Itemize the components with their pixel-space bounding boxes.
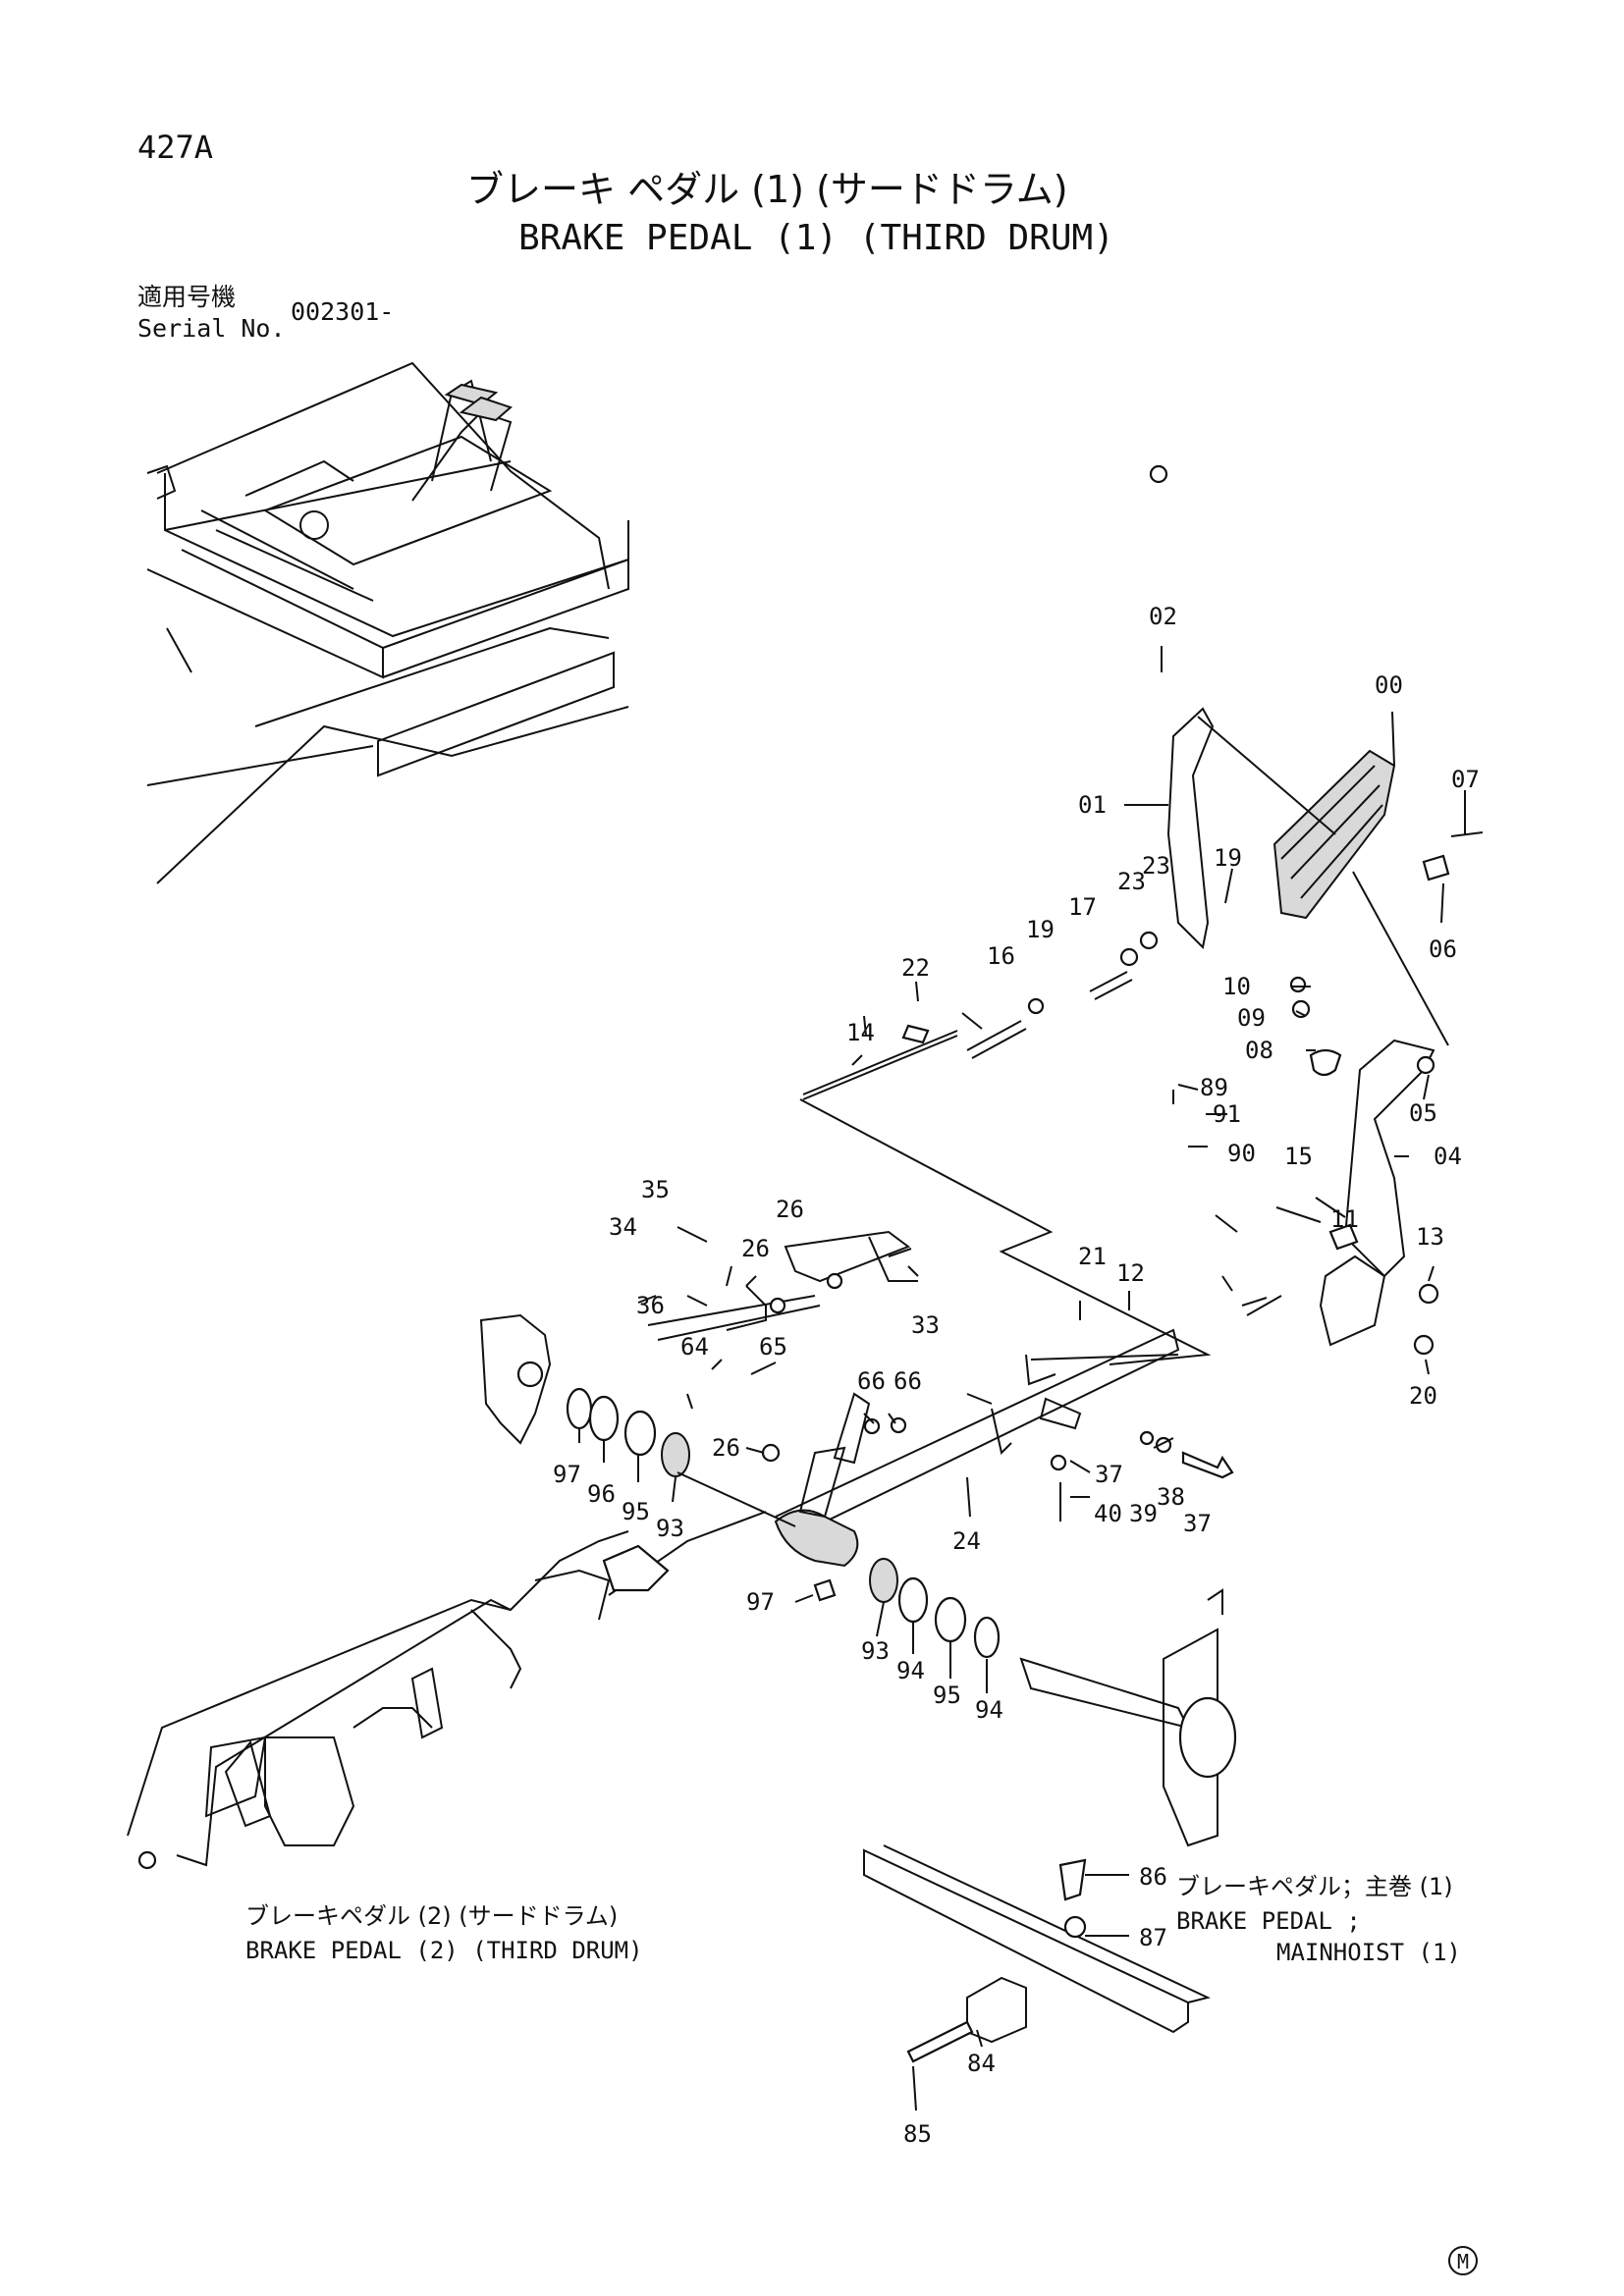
part-labels: 02 00 07 01 19 23 23 17 19 16 22 06 10 0… — [553, 603, 1480, 2148]
serial-label-english: Serial No. — [137, 314, 286, 343]
part-label: 00 — [1375, 671, 1403, 699]
part-label: 89 — [1200, 1074, 1228, 1101]
part-label: 26 — [712, 1434, 740, 1462]
part-label: 36 — [636, 1292, 665, 1319]
part-label: 94 — [896, 1657, 925, 1684]
part-label: 65 — [759, 1333, 787, 1361]
serial-label-japanese: 適用号機 — [137, 283, 237, 311]
page-number: 427A — [137, 129, 214, 166]
part-label: 07 — [1451, 766, 1480, 793]
part-label: 38 — [1157, 1483, 1185, 1511]
part-label: 66 — [857, 1367, 886, 1395]
part-label: 35 — [641, 1176, 670, 1203]
part-label: 14 — [846, 1019, 875, 1046]
part-label: 86 — [1139, 1863, 1167, 1891]
part-label: 39 — [1129, 1500, 1158, 1527]
part-label: 40 — [1094, 1500, 1122, 1527]
part-label: 19 — [1214, 844, 1242, 872]
part-label: 34 — [609, 1213, 637, 1241]
part-label: 26 — [741, 1235, 770, 1262]
mark-letter: M — [1457, 2250, 1469, 2273]
part-label: 21 — [1078, 1243, 1107, 1270]
part-label: 10 — [1222, 973, 1251, 1000]
part-label: 01 — [1078, 791, 1107, 819]
leader-lines — [578, 646, 1466, 2111]
part-label: 17 — [1068, 893, 1097, 921]
part-label: 11 — [1330, 1205, 1359, 1233]
part-label: 04 — [1434, 1143, 1462, 1170]
part-label: 15 — [1284, 1143, 1313, 1170]
part-label: 96 — [587, 1480, 616, 1508]
pedal2-caption-english: BRAKE PEDAL (2) (THIRD DRUM) — [245, 1937, 643, 1964]
part-label: 16 — [987, 942, 1015, 970]
part-label: 08 — [1245, 1037, 1273, 1064]
part-label: 85 — [903, 2120, 932, 2148]
part-label: 12 — [1116, 1259, 1145, 1287]
part-label: 26 — [776, 1196, 804, 1223]
part-label: 23 — [1117, 868, 1146, 895]
part-label: 37 — [1095, 1461, 1123, 1488]
mainhoist-reference — [863, 1844, 1211, 2063]
page-title-japanese: ブレーキ ペダル (1) (サードドラム) — [466, 168, 1068, 211]
part-label: 33 — [911, 1311, 940, 1339]
part-label: 93 — [656, 1515, 684, 1542]
part-label: 05 — [1409, 1099, 1437, 1127]
page-title-english: BRAKE PEDAL (1) (THIRD DRUM) — [518, 218, 1114, 258]
brake-pedal-2-reference — [127, 1530, 1237, 1870]
part-label: 93 — [861, 1637, 890, 1665]
part-label: 84 — [967, 2050, 996, 2077]
part-label: 20 — [1409, 1382, 1437, 1410]
main-shaft-assembly — [479, 1230, 1234, 1659]
part-label: 97 — [746, 1588, 775, 1616]
pedal2-caption-japanese: ブレーキペダル (2) (サードドラム) — [245, 1902, 618, 1930]
spring-rod-assembly — [799, 931, 1282, 1365]
part-label: 02 — [1149, 603, 1177, 630]
part-label: 87 — [1139, 1924, 1167, 1951]
mainhoist-caption-japanese: ブレーキペダル；主巻 (1) — [1176, 1873, 1453, 1900]
part-label: 95 — [622, 1498, 650, 1525]
part-label: 23 — [1142, 852, 1170, 880]
part-label: 90 — [1227, 1140, 1256, 1167]
mainhoist-caption-english-1: BRAKE PEDAL ; — [1176, 1907, 1361, 1935]
part-label: 24 — [952, 1527, 981, 1555]
circled-m-mark: M — [1448, 2246, 1478, 2275]
part-label: 09 — [1237, 1004, 1266, 1032]
part-label: 66 — [893, 1367, 922, 1395]
part-label: 13 — [1416, 1223, 1444, 1251]
part-label: 94 — [975, 1696, 1003, 1724]
part-label: 19 — [1026, 916, 1055, 943]
part-label: 64 — [680, 1333, 709, 1361]
part-label: 97 — [553, 1461, 581, 1488]
mainhoist-caption-english-2: MAINHOIST (1) — [1276, 1939, 1461, 1966]
part-label: 06 — [1429, 935, 1457, 963]
pedal-assembly — [1149, 464, 1484, 1356]
overview-inset — [146, 361, 629, 884]
part-label: 95 — [933, 1682, 961, 1709]
part-label: 22 — [901, 954, 930, 982]
serial-number-value: 002301- — [291, 297, 395, 326]
part-label: 37 — [1183, 1510, 1212, 1537]
part-label: 91 — [1213, 1100, 1241, 1128]
